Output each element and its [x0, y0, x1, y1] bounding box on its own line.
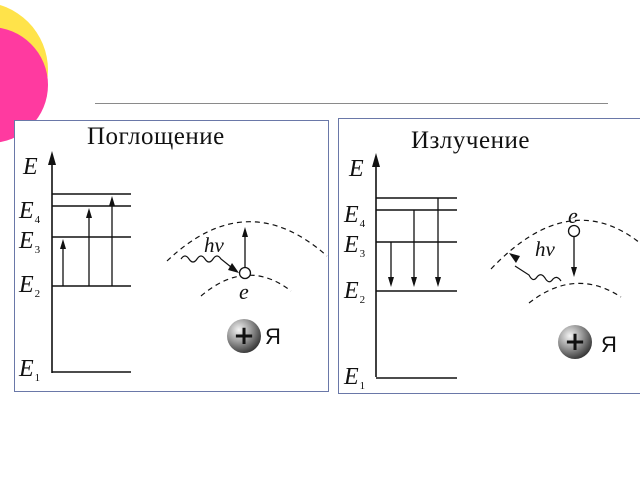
header-divider: [95, 103, 608, 104]
photon-wave: [180, 255, 232, 268]
nucleus-label: Я: [601, 332, 617, 357]
inner-orbit: [200, 274, 292, 297]
level-e2-label: E2: [344, 278, 366, 306]
outer-orbit: [166, 221, 328, 262]
electron-label: e: [239, 279, 249, 304]
nucleus-plus-sign: +: [564, 327, 586, 357]
absorption-title: Поглощение: [87, 123, 225, 150]
photon-wave: [514, 265, 562, 283]
electron-label: e: [568, 203, 578, 228]
level-e3-label: E3: [19, 228, 41, 256]
photon-label: hν: [535, 237, 555, 261]
inner-orbit: [528, 282, 622, 304]
photon-label: hν: [204, 233, 224, 257]
nucleus: +: [227, 319, 261, 353]
level-e2-label: E2: [19, 272, 41, 300]
energy-axis-arrowhead: [372, 153, 380, 167]
energy-axis-arrowhead: [48, 151, 56, 165]
energy-axis-label: E: [349, 156, 364, 182]
level-e3-label: E3: [344, 232, 366, 260]
electron: [238, 266, 252, 280]
nucleus: +: [558, 325, 592, 359]
absorption-panel: Поглощение E E4 E3 E2 E1 hν e + Я: [14, 120, 329, 392]
electron: [567, 224, 581, 238]
energy-axis-label: E: [23, 154, 38, 180]
photon-arrowhead: [509, 253, 520, 263]
absorption-diagram: [48, 151, 328, 373]
emission-title: Излучение: [411, 127, 530, 154]
level-e4-label: E4: [344, 202, 366, 230]
level-e1-label: E1: [19, 356, 41, 384]
photon-arrowhead: [228, 263, 239, 273]
nucleus-plus-sign: +: [233, 321, 255, 351]
outer-orbit: [490, 219, 640, 270]
nucleus-label: Я: [265, 324, 281, 349]
emission-diagram: [372, 153, 640, 379]
level-e1-label: E1: [344, 364, 366, 392]
emission-panel: Излучение E E4 E3 E2 E1 hν e + Я: [338, 118, 640, 394]
level-e4-label: E4: [19, 198, 41, 226]
